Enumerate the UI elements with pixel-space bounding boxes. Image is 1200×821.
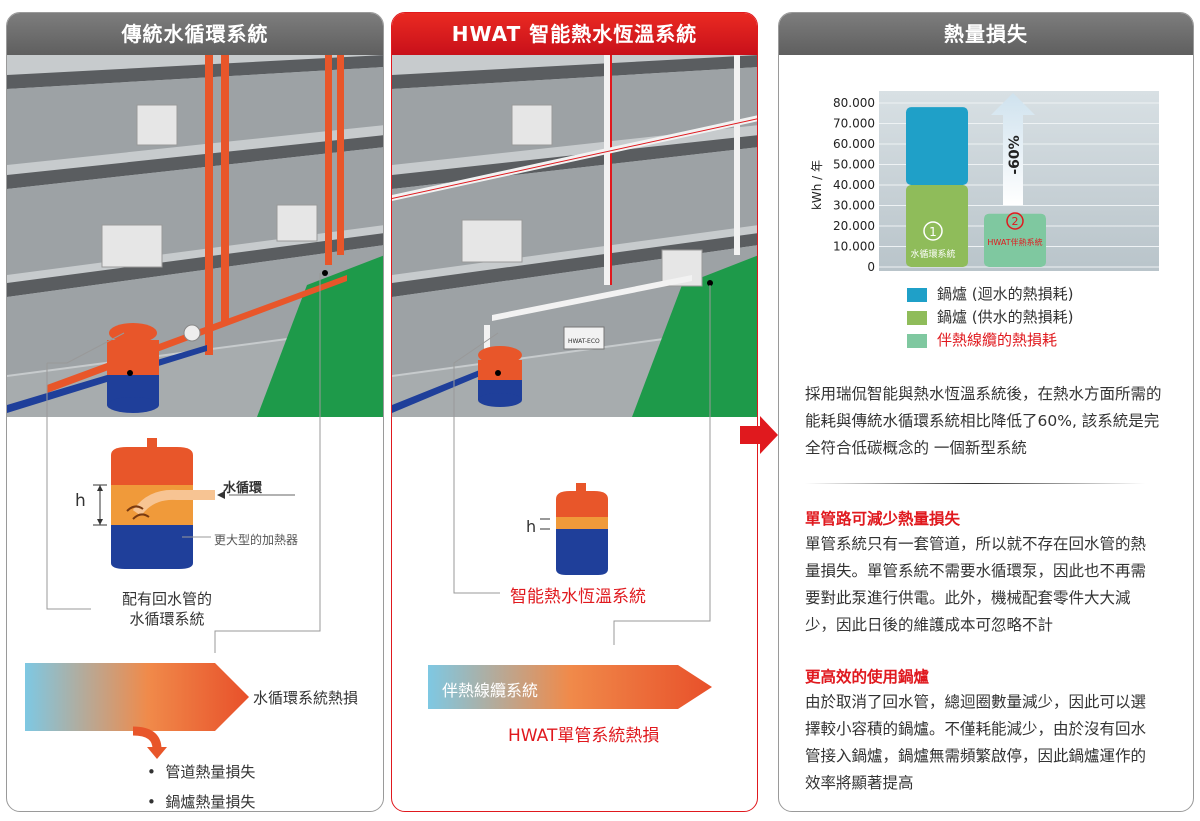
section1-title: 單管路可減少熱量損失 <box>805 510 961 528</box>
tank-caption: 智能熱水恆溫系統 <box>510 587 646 607</box>
heater-label: 更大型的加熱器 <box>214 533 299 547</box>
y-tick-label: 0 <box>867 260 875 274</box>
hwat-panel: HWAT 智能熱水恆溫系統 HWAT-ECO <box>391 12 758 812</box>
reduction-arrow <box>991 93 1035 205</box>
loss-label: HWAT單管系統熱損 <box>508 726 660 746</box>
building-illustration: HWAT-ECO <box>392 55 757 417</box>
traditional-panel: 傳統水循環系統 <box>6 12 384 812</box>
bar1-badge <box>923 221 943 241</box>
caption-line-1: 配有回水管的 <box>121 590 212 608</box>
panel-title: 熱量損失 <box>779 13 1193 55</box>
bar2-badge <box>1006 212 1024 230</box>
y-axis: 0 10.000 20.000 30.000 40.000 50.000 60.000 70.… <box>833 96 875 274</box>
panel-title: 傳統水循環系統 <box>7 13 383 55</box>
y-tick-label: 40.000 <box>833 178 875 192</box>
section1-body: 單管系統只有一套管道，所以就不存在回水管的熱量損失。單管系統不需要水循環泵，因此… <box>805 535 1147 634</box>
panel-title: HWAT 智能熱水恆溫系統 <box>392 13 757 55</box>
section2-title: 更高效的使用鍋爐 <box>805 668 930 686</box>
bars <box>906 107 1046 267</box>
bar1-label: 水循環系統 <box>910 248 955 260</box>
legend-item: 伴熱線纜的熱損耗 <box>907 329 1073 352</box>
h-label: h <box>526 517 537 536</box>
bar-segment <box>906 185 968 267</box>
building-illustration <box>7 55 383 417</box>
device-label: HWAT-ECO <box>568 338 600 345</box>
y-tick-label: 70.000 <box>833 117 875 131</box>
heat-loss-arrow <box>25 663 249 759</box>
bar2-number: 2 <box>1012 215 1019 228</box>
legend-swatch <box>907 333 927 348</box>
legend-swatch <box>907 310 927 325</box>
legend-swatch <box>907 287 927 302</box>
legend-item: 鍋爐 (迴水的熱損耗) <box>907 283 1073 306</box>
y-tick-label: 60.000 <box>833 137 875 151</box>
arrow-label: 水循環系統熱損 <box>253 689 359 707</box>
legend-item: 鍋爐 (供水的熱損耗) <box>907 306 1073 329</box>
divider <box>805 483 1145 484</box>
y-axis-label: kWh / 年 <box>810 160 824 210</box>
section2-body: 由於取消了回水管，總迴圈數量減少，因此可以選擇較小容積的鍋爐。不僅耗能減少，由於… <box>805 693 1147 792</box>
caption-line-2: 水循環系統 <box>129 610 205 628</box>
tank-caption: 配有回水管的 水循環系統 <box>77 589 257 629</box>
bar2-label: HWAT伴熱系統 <box>987 237 1042 247</box>
y-tick-label: 50.000 <box>833 158 875 172</box>
heat-loss-chart: 0 10.000 20.000 30.000 40.000 50.000 60.000 70.… <box>810 91 1159 274</box>
y-tick-label: 20.000 <box>833 219 875 233</box>
h-label: h <box>75 491 86 511</box>
bullet-1: • 管道熱量損失 <box>147 763 256 781</box>
y-tick-label: 30.000 <box>833 199 875 213</box>
tank-cross-section <box>540 483 608 575</box>
bullet-2: • 鍋爐熱量損失 <box>147 793 256 811</box>
circulation-label: 水循環 <box>223 481 263 496</box>
chart-legend: 鍋爐 (迴水的熱損耗) 鍋爐 (供水的熱損耗) 伴熱線纜的熱損耗 <box>907 283 1073 352</box>
arrow-label: 伴熱線纜系統 <box>442 681 539 700</box>
tank-cross-section <box>93 438 295 569</box>
transition-arrow <box>740 416 778 454</box>
reduction-label: -60% <box>1007 135 1023 174</box>
y-tick-label: 10.000 <box>833 240 875 254</box>
leader-lines <box>453 285 711 645</box>
leader-lines <box>46 273 321 653</box>
heat-loss-arrow <box>428 665 712 709</box>
intro-text: 採用瑞侃智能與熱水恆溫系統後，在熱水方面所需的能耗與傳統水循環系統相比降低了60… <box>805 385 1162 457</box>
bar1-number: 1 <box>929 225 937 239</box>
bar-segment <box>906 107 968 185</box>
bar-segment <box>984 213 1046 267</box>
y-tick-label: 80.000 <box>833 96 875 110</box>
heat-loss-panel: 熱量損失 0 10.000 20.000 30.000 40.000 50.000 60.0… <box>778 12 1194 812</box>
